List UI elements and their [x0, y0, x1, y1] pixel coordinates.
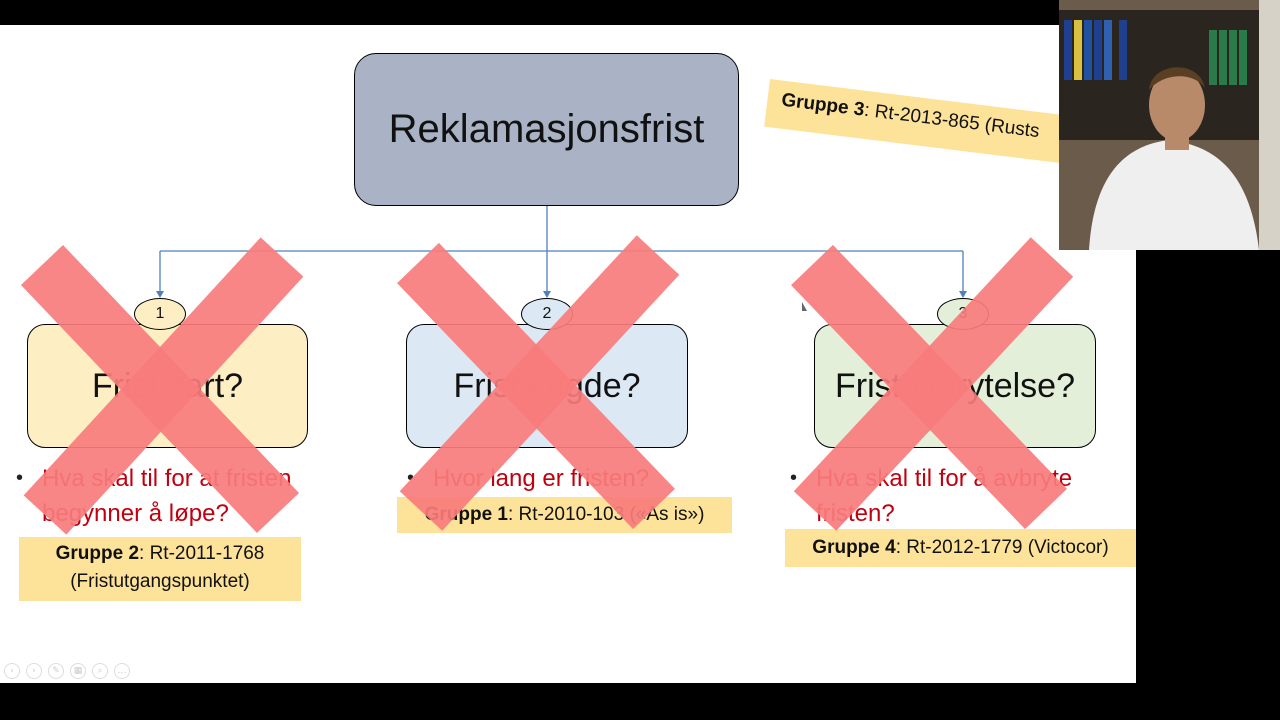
webcam-image: [1059, 0, 1280, 250]
next-icon[interactable]: ›: [26, 663, 42, 679]
number-badge-1: 1: [134, 298, 186, 330]
case-label-group4: Gruppe 4: Rt-2012-1779 (Victocor): [785, 529, 1136, 567]
presenter-webcam: [1059, 0, 1280, 250]
category-box-friststart: Friststart?: [27, 324, 308, 448]
case-group: Gruppe 1: [424, 504, 508, 525]
case-ref: : Rt-2012-1779 (Victocor): [895, 537, 1109, 558]
zoom-icon[interactable]: ⌕: [92, 663, 108, 679]
case-name: (Fristutgangspunktet): [70, 571, 250, 592]
number-badge-3: 3: [937, 298, 989, 330]
slide: Reklamasjonsfrist 1 Friststart? • Hva sk…: [0, 25, 1136, 683]
prev-icon[interactable]: ‹: [4, 663, 20, 679]
number-badge-2: 2: [521, 298, 573, 330]
case-label-group1: Gruppe 1: Rt-2010-103 («As is»): [397, 497, 732, 533]
pen-icon[interactable]: ✎: [48, 663, 64, 679]
case-ref: : Rt-2010-103 («As is»): [507, 504, 705, 525]
category-box-fristavbrytelse: Fristavbrytelse?: [814, 324, 1096, 448]
bullet-fristavbrytelse: • Hva skal til for å avbryte fristen?: [790, 461, 1116, 531]
slideshow-toolbar: ‹ › ✎ ▦ ⌕ …: [4, 663, 130, 679]
bullet-icon: •: [790, 467, 798, 489]
bullet-line: Hvor lang er fristen?: [433, 465, 650, 492]
bullet-line: Hva skal til for at fristen: [42, 465, 292, 492]
case-group: Gruppe 4: [812, 537, 896, 558]
bullet-icon: •: [407, 467, 415, 489]
bullet-line: fristen?: [816, 500, 895, 527]
cursor-icon: [802, 302, 807, 311]
bullet-line: begynner å løpe?: [42, 500, 229, 527]
bullet-line: Hva skal til for å avbryte: [816, 465, 1073, 492]
slides-icon[interactable]: ▦: [70, 663, 86, 679]
more-icon[interactable]: …: [114, 663, 130, 679]
case-group: Gruppe 2: [55, 543, 140, 564]
bullet-fristlengde: • Hvor lang er fristen?: [407, 461, 713, 496]
root-node: Reklamasjonsfrist: [354, 53, 739, 206]
bullet-icon: •: [16, 467, 24, 489]
case-label-group2: Gruppe 2: Rt-2011-1768 (Fristutgangspunk…: [19, 537, 301, 601]
case-ref: : Rt-2011-1768: [139, 543, 265, 564]
case-group: Gruppe 3: [780, 89, 866, 121]
bullet-friststart: • Hva skal til for at fristen begynner å…: [16, 461, 342, 531]
category-box-fristlengde: Fristlengde?: [406, 324, 688, 448]
